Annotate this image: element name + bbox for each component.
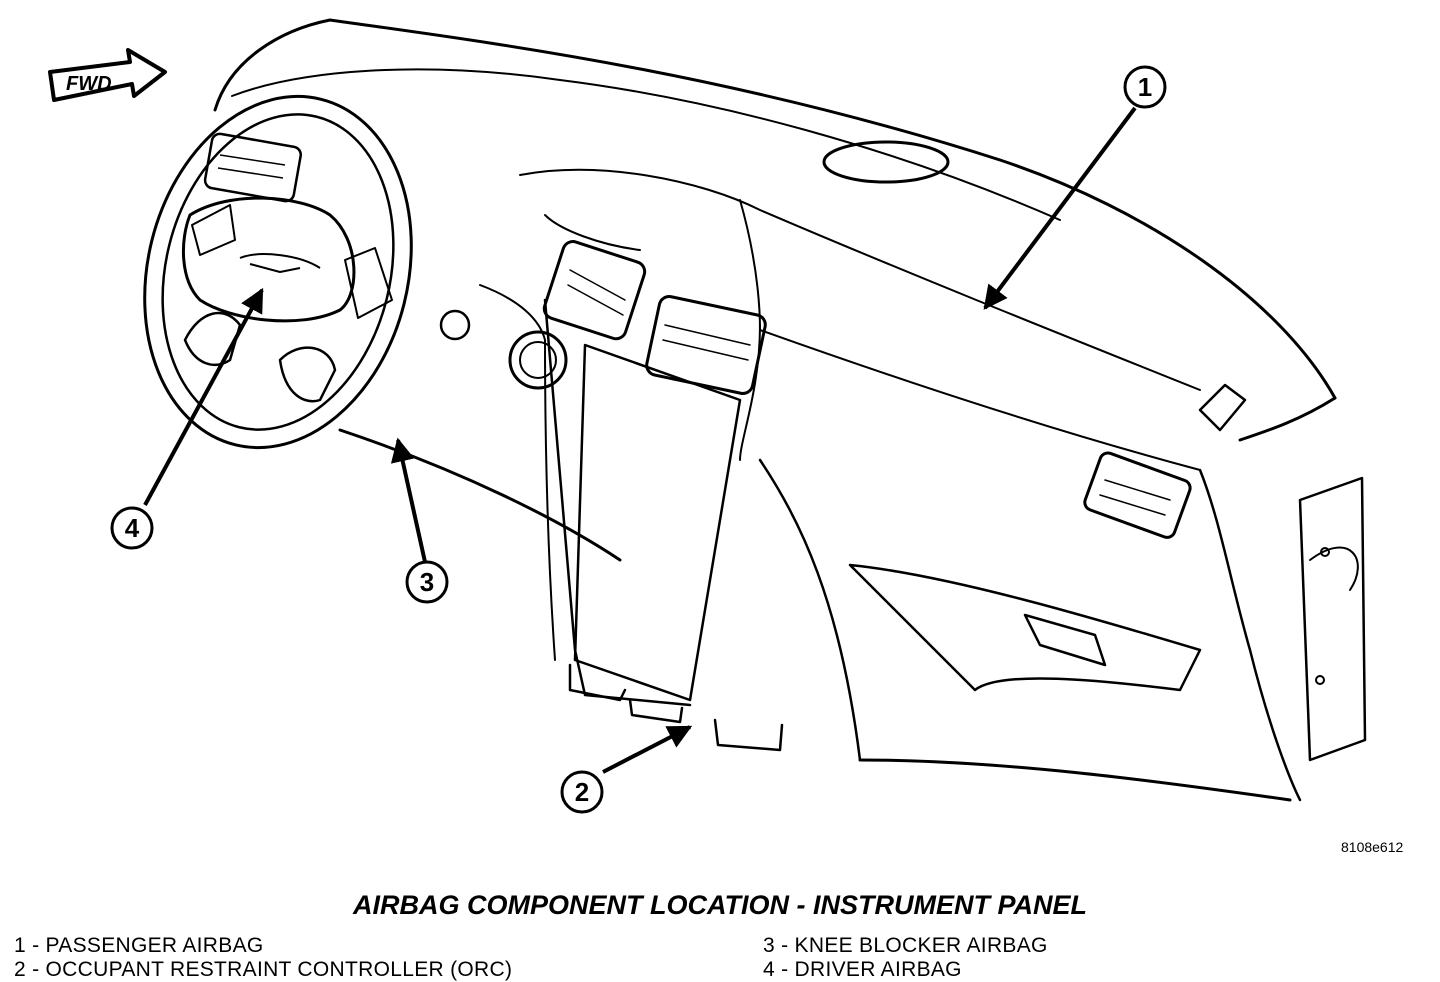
callout-leaders — [143, 106, 1137, 774]
legend-item-driver-airbag: 4 - DRIVER AIRBAG — [763, 958, 962, 981]
leader-2 — [602, 725, 693, 774]
legend-item-occupant-restraint-controller: 2 - OCCUPANT RESTRAINT CONTROLLER (ORC) — [14, 958, 513, 981]
callout-1-number: 1 — [1138, 72, 1152, 102]
callout-4: 4 — [110, 506, 154, 550]
callout-3-number: 3 — [420, 567, 434, 597]
callout-2: 2 — [560, 770, 604, 814]
leader-4 — [143, 287, 264, 506]
callout-4-number: 4 — [125, 513, 140, 543]
leader-1 — [983, 106, 1137, 310]
callout-2-number: 2 — [575, 777, 589, 807]
dashboard-outline — [213, 18, 1367, 802]
figure-caption: AIRBAG COMPONENT LOCATION - INSTRUMENT P… — [353, 890, 1087, 920]
forward-label: FWD — [66, 73, 112, 95]
legend-item-knee-blocker-airbag: 3 - KNEE BLOCKER AIRBAG — [763, 934, 1048, 957]
callout-1: 1 — [1123, 65, 1167, 109]
instrument-panel-illustration: FWD — [48, 18, 1367, 814]
figure-id: 8108e612 — [1341, 839, 1404, 855]
steering-wheel — [143, 94, 413, 450]
leader-3 — [390, 437, 427, 563]
forward-arrow-icon: FWD — [48, 48, 167, 102]
callout-3: 3 — [405, 560, 449, 604]
legend-item-passenger-airbag: 1 - PASSENGER AIRBAG — [14, 934, 264, 957]
